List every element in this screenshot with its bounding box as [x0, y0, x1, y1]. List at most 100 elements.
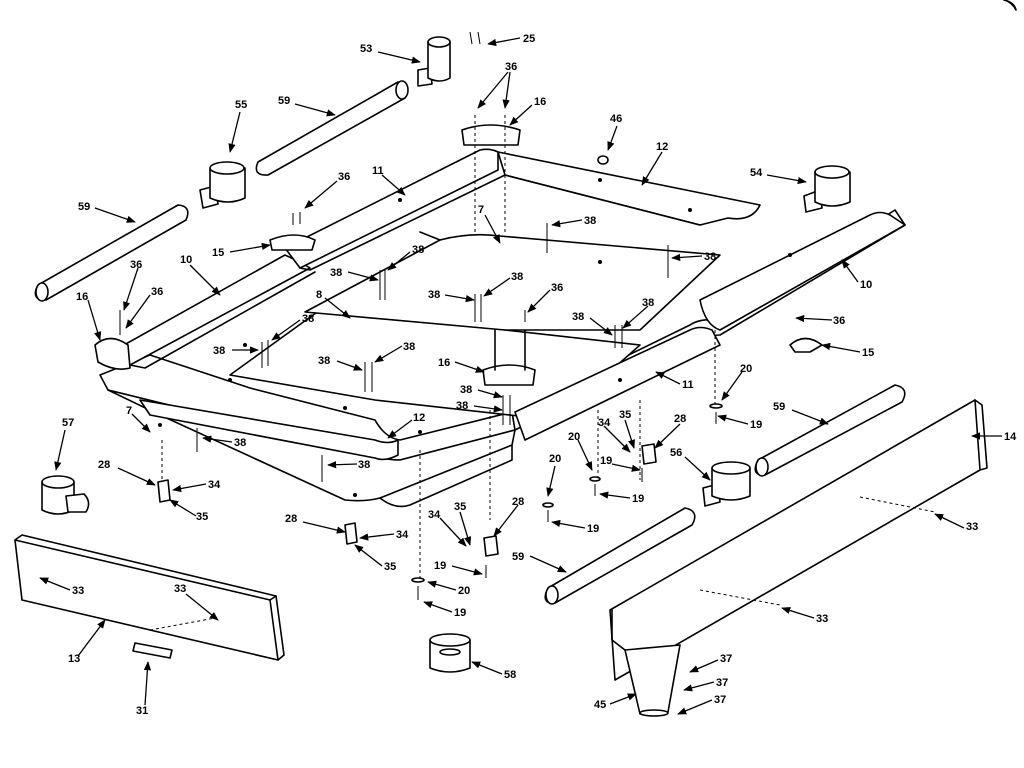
hardware-screws — [119, 31, 723, 600]
label-36-upper-left: 36 — [338, 171, 350, 183]
label-33-right: 33 — [966, 521, 978, 533]
label-33-left: 33 — [72, 585, 84, 597]
label-36-right: 36 — [833, 315, 845, 327]
label-59-top: 59 — [278, 95, 290, 107]
label-16-middle: 16 — [438, 357, 450, 369]
label-38-f: 38 — [428, 289, 440, 301]
label-59-left: 59 — [78, 201, 90, 213]
rail-11-right — [514, 326, 721, 441]
bed-plate-7 — [304, 233, 721, 331]
label-31: 31 — [136, 705, 148, 717]
label-38-l: 38 — [318, 355, 330, 367]
label-36-top: 36 — [505, 61, 517, 73]
label-34-middle-left: 34 — [396, 529, 409, 541]
label-38-d: 38 — [330, 267, 342, 279]
pocket-liner-16-top — [461, 124, 521, 146]
pocket-liner-16-middle — [482, 364, 536, 386]
label-36-left-b: 36 — [151, 286, 163, 298]
label-10-left: 10 — [180, 254, 192, 266]
label-34-middle: 34 — [428, 509, 441, 521]
label-7-top: 7 — [478, 204, 484, 216]
label-35-left: 35 — [196, 511, 208, 523]
label-19-middle: 19 — [600, 455, 612, 467]
label-37-c: 37 — [714, 694, 726, 706]
rail-12-bottom — [139, 399, 399, 461]
label-14: 14 — [1004, 431, 1017, 443]
label-10-right: 10 — [860, 279, 872, 291]
label-34-right: 34 — [598, 417, 611, 429]
label-37-b: 37 — [716, 677, 728, 689]
label-38-b: 38 — [412, 244, 424, 256]
label-53: 53 — [360, 43, 372, 55]
frame-holes — [158, 178, 792, 497]
label-28-left: 28 — [98, 459, 110, 471]
label-11-top: 11 — [372, 165, 384, 177]
elbow-connector-55 — [199, 161, 246, 209]
corner-cap — [1003, 0, 1017, 11]
elbow-connector-53 — [417, 36, 451, 87]
label-15-left: 15 — [212, 247, 224, 259]
label-37-a: 37 — [720, 653, 732, 665]
label-38-i: 38 — [302, 313, 314, 325]
label-28-middle-left: 28 — [285, 513, 297, 525]
label-38-e: 38 — [511, 271, 523, 283]
label-35-right: 35 — [619, 409, 631, 421]
label-56: 56 — [670, 447, 682, 459]
elbow-connector-57 — [41, 475, 90, 515]
elbow-connector-54 — [803, 165, 851, 213]
label-38-m: 38 — [460, 384, 472, 396]
label-57: 57 — [62, 417, 74, 429]
label-12-bottom: 12 — [413, 412, 425, 424]
label-20-middle: 20 — [568, 431, 580, 443]
label-12-top: 12 — [656, 141, 668, 153]
label-36-middle: 36 — [551, 282, 563, 294]
label-16-top: 16 — [534, 96, 546, 108]
label-38-g: 38 — [642, 297, 654, 309]
label-20-bottom: 20 — [458, 585, 470, 597]
rail-11-top — [284, 148, 499, 269]
label-35-middle-left: 35 — [384, 561, 396, 573]
label-19-bottom-a: 19 — [434, 560, 446, 572]
label-38-k: 38 — [403, 341, 415, 353]
leg-tube-59-right — [754, 384, 906, 477]
label-38-n: 38 — [456, 400, 468, 412]
rail-10-right — [699, 211, 906, 331]
leg-tube-59-left — [34, 204, 189, 302]
elbow-connector-58 — [429, 633, 471, 673]
assembly-lines — [149, 115, 936, 631]
label-19-right-b: 19 — [632, 493, 644, 505]
pocket-15-right — [789, 337, 823, 353]
label-33-panel: 33 — [174, 583, 186, 595]
label-34-left: 34 — [208, 479, 221, 491]
label-28-middle: 28 — [512, 496, 524, 508]
label-16-left: 16 — [76, 291, 88, 303]
leg-tube-59-top — [255, 80, 409, 176]
label-59-right: 59 — [773, 401, 785, 413]
label-19-right-c: 19 — [587, 523, 599, 535]
label-19-right-a: 19 — [750, 419, 762, 431]
label-33-bottom: 33 — [816, 613, 828, 625]
label-38-j: 38 — [213, 345, 225, 357]
label-11-right: 11 — [682, 379, 694, 391]
label-20-lower: 20 — [549, 453, 561, 465]
pocket-liner-16-left — [94, 337, 131, 370]
label-38-a: 38 — [584, 215, 596, 227]
leg-tube-59-bottom — [544, 507, 696, 605]
label-7-left: 7 — [126, 405, 132, 417]
end-panel-13 — [14, 534, 285, 661]
label-15-right: 15 — [862, 347, 874, 359]
label-59-bottom: 59 — [512, 551, 524, 563]
label-45: 45 — [594, 699, 606, 711]
label-8: 8 — [316, 289, 322, 301]
elbow-connector-56 — [702, 461, 751, 507]
rail-12-top — [497, 151, 761, 226]
label-55: 55 — [235, 99, 247, 111]
label-28-right: 28 — [674, 413, 686, 425]
label-36-left-a: 36 — [130, 259, 142, 271]
label-38-o: 38 — [234, 437, 246, 449]
label-20-right: 20 — [740, 363, 752, 375]
pocket-15-left — [269, 234, 316, 251]
label-46: 46 — [610, 113, 622, 125]
label-25: 25 — [523, 33, 535, 45]
